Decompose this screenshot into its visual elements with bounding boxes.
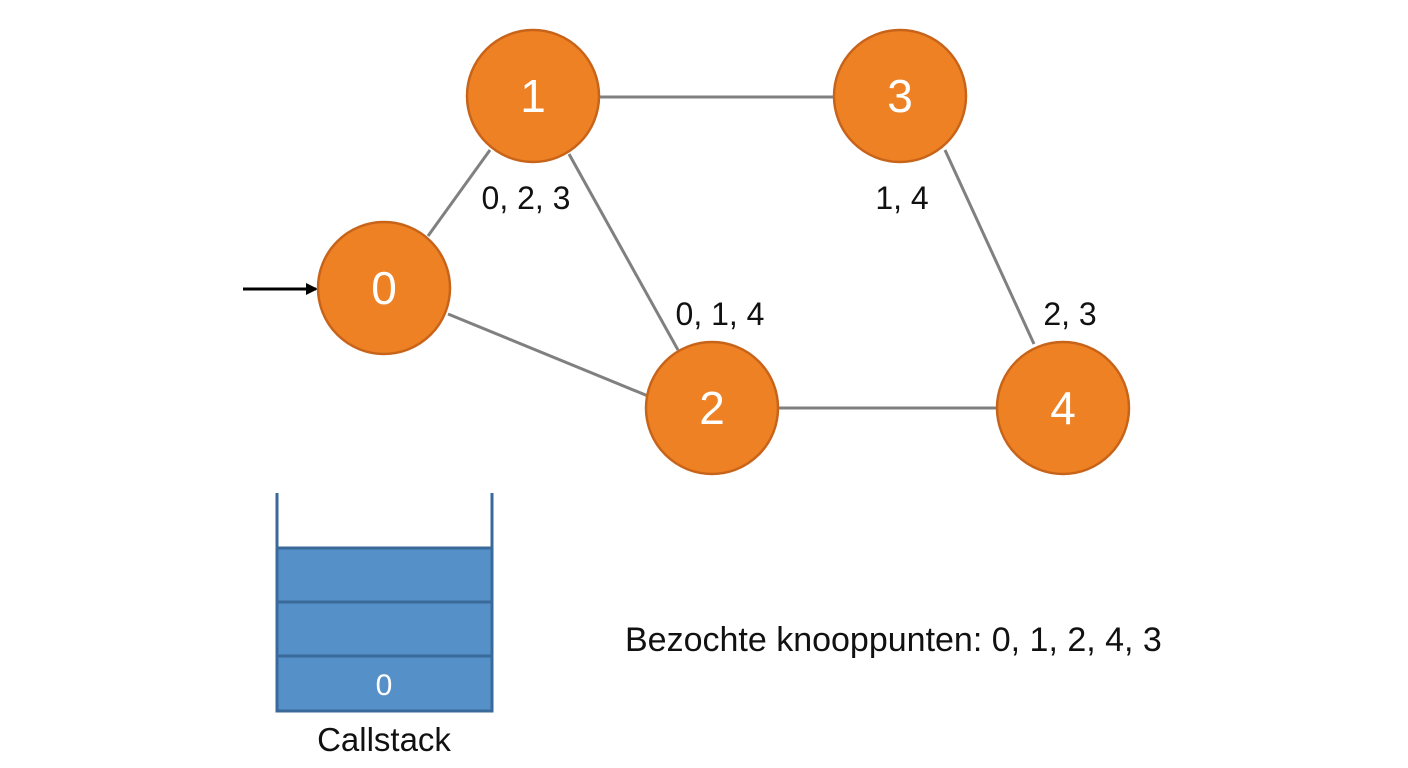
callstack-caption: Callstack [317, 721, 451, 758]
edge-0-2 [447, 312, 649, 398]
node-circle [644, 340, 780, 476]
visited-nodes-text: Bezochte knooppunten: 0, 1, 2, 4, 3 [625, 621, 1162, 659]
callstack: 0 Callstack [275, 493, 494, 758]
graph-node-2: 2 [644, 340, 780, 476]
adjacency-label-node-2: 0, 1, 4 [676, 296, 765, 332]
edge-3-4 [943, 149, 1036, 345]
adjacency-label-node-4: 2, 3 [1043, 296, 1096, 332]
edge-1-2 [567, 153, 680, 351]
edges [426, 95, 1036, 410]
callstack-slot-top [275, 546, 494, 604]
graph-node-4: 4 [995, 340, 1131, 476]
node-label: 1 [520, 70, 546, 122]
edge-0-1 [426, 149, 492, 237]
node-label: 3 [887, 70, 913, 122]
node-label: 2 [699, 382, 725, 434]
node-circle [995, 340, 1131, 476]
node-circle [465, 28, 601, 164]
node-label: 0 [371, 262, 397, 314]
adjacency-label-node-1: 0, 2, 3 [482, 180, 571, 216]
node-circle [832, 28, 968, 164]
graph-node-1: 1 [465, 28, 601, 164]
graph-node-3: 3 [832, 28, 968, 164]
callstack-slot-bottom [275, 654, 494, 713]
adjacency-label-node-3: 1, 4 [875, 180, 928, 216]
node-label: 4 [1050, 382, 1076, 434]
callstack-slot-middle [275, 600, 494, 658]
node-circle [316, 220, 452, 356]
graph-node-0: 0 [316, 220, 452, 356]
callstack-slot-bottom-value: 0 [376, 669, 393, 702]
